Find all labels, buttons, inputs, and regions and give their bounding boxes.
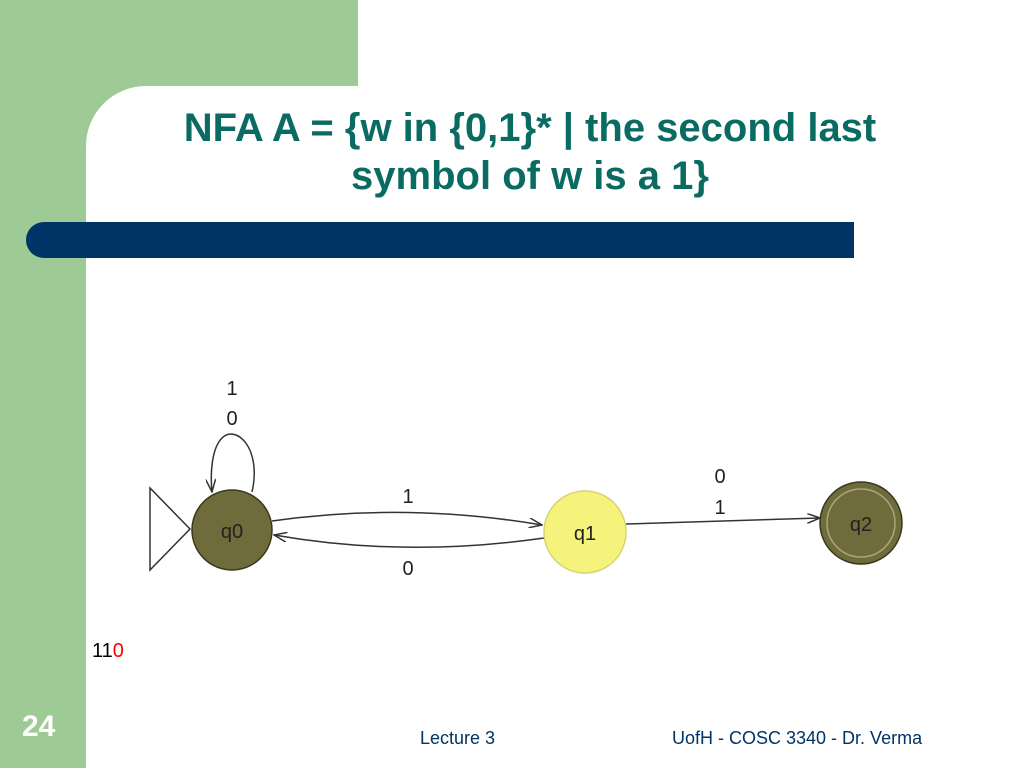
state-q2: q2 bbox=[819, 481, 903, 565]
state-q2-outer-circle bbox=[819, 481, 903, 565]
top-decoration bbox=[0, 0, 358, 86]
label-q0-loop-1: 1 bbox=[226, 378, 237, 400]
footer-course: UofH - COSC 3340 - Dr. Verma bbox=[672, 728, 923, 748]
state-q2-inner-circle bbox=[826, 488, 896, 558]
state-q0: q0 bbox=[191, 489, 273, 571]
label-q0-q1: 1 bbox=[402, 486, 413, 508]
label-q0-loop-0: 0 bbox=[226, 408, 237, 430]
state-q0-circle bbox=[191, 489, 273, 571]
input-current-symbol: 0 bbox=[112, 640, 124, 662]
left-sidebar bbox=[0, 0, 86, 768]
label-q1-q2-0: 0 bbox=[714, 466, 725, 488]
slide-title: NFA A = {w in {0,1}* | the second last s… bbox=[110, 104, 950, 200]
input-string: 110 bbox=[92, 640, 124, 663]
state-q0-label: q0 bbox=[221, 521, 243, 543]
state-q2-label: q2 bbox=[850, 514, 872, 536]
transition-q1-q0 bbox=[274, 535, 545, 549]
input-consumed: 11 bbox=[92, 640, 113, 662]
transition-q0-loop bbox=[211, 433, 255, 492]
title-line-2: symbol of w is a 1} bbox=[351, 154, 709, 198]
label-q1-q0: 0 bbox=[402, 558, 413, 580]
title-line-1: NFA A = {w in {0,1}* | the second last bbox=[183, 106, 877, 150]
title-underline-bar bbox=[26, 222, 854, 258]
state-q1-label: q1 bbox=[574, 523, 596, 545]
transition-q0-q1 bbox=[271, 511, 542, 525]
transition-q1-q2 bbox=[625, 518, 820, 525]
slide-number: 24 bbox=[22, 710, 56, 743]
state-q1-circle bbox=[543, 490, 627, 574]
label-q1-q2-1: 1 bbox=[714, 497, 725, 519]
footer-lecture: Lecture 3 bbox=[420, 728, 496, 748]
state-q1: q1 bbox=[543, 490, 627, 574]
start-arrow bbox=[149, 486, 192, 572]
